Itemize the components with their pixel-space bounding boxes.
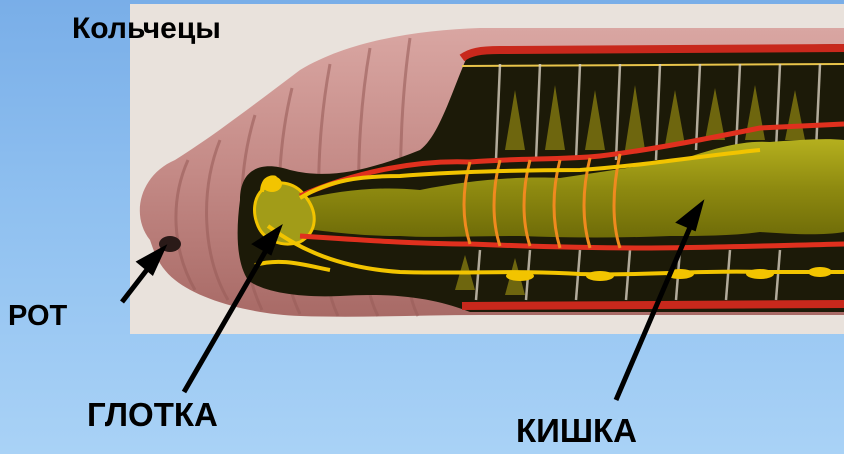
slide-title: Кольчецы <box>72 12 221 46</box>
label-intestine: КИШКА <box>516 412 637 450</box>
label-mouth: РОТ <box>8 300 67 333</box>
label-pharynx: ГЛОТКА <box>87 396 218 434</box>
